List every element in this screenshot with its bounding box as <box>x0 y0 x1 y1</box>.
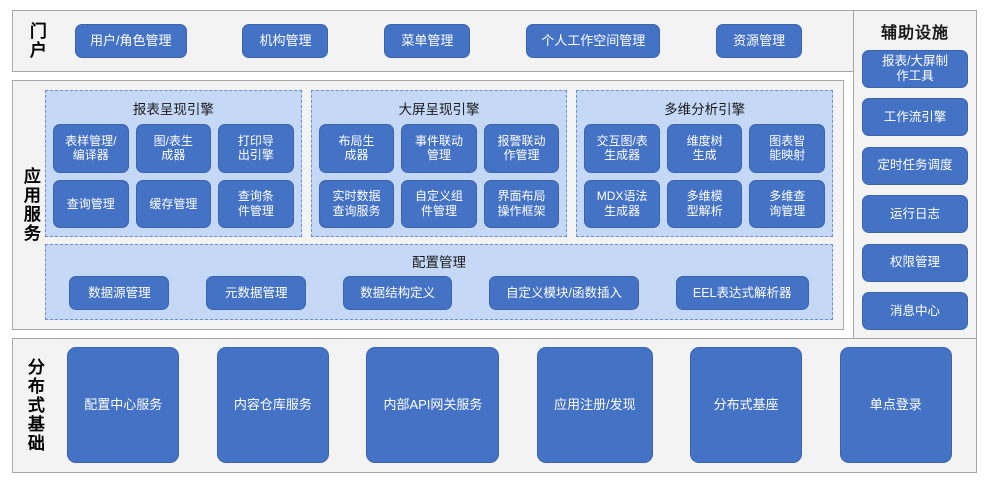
engine-multidimensional-analysis: 多维分析引擎 交互图/表 生成器 维度树 生成 图表智 能映射 MDX语法 生成… <box>576 90 834 237</box>
aux-facilities-list: 报表/大屏制 作工具 工作流引擎 定时任务调度 运行日志 权限管理 消息中心 <box>862 50 968 330</box>
engine-item-ui-layout-framework[interactable]: 界面布局 操作框架 <box>483 179 560 228</box>
engine-item-mdx-syntax-generator[interactable]: MDX语法 生成器 <box>584 179 660 228</box>
engine-item-alarm-action-management[interactable]: 报警联动 作管理 <box>483 124 560 173</box>
config-item-datasource-management[interactable]: 数据源管理 <box>69 276 170 310</box>
engine-multidimensional-analysis-items: 交互图/表 生成器 维度树 生成 图表智 能映射 MDX语法 生成器 多维模 型… <box>584 124 825 228</box>
config-item-custom-module-function[interactable]: 自定义模块/函数插入 <box>489 276 639 310</box>
aux-facilities-title: 辅助设施 <box>880 25 949 42</box>
aux-item-report-screen-tool[interactable]: 报表/大屏制 作工具 <box>862 50 968 88</box>
portal-button-org[interactable]: 机构管理 <box>242 24 329 58</box>
engine-item-multidim-query-management[interactable]: 多维查 询管理 <box>749 179 825 228</box>
infra-item-app-registry-discovery[interactable]: 应用注册/发现 <box>536 347 653 463</box>
application-service-row: 应用服务 报表呈现引擎 表样管理/ 编译器 图/表生 成器 打印导 出引擎 查询… <box>12 80 977 330</box>
config-management-items: 数据源管理 元数据管理 数据结构定义 自定义模块/函数插入 EEL表达式解析器 <box>56 276 822 310</box>
config-item-data-structure-definition[interactable]: 数据结构定义 <box>343 276 453 310</box>
engine-large-screen-rendering-title: 大屏呈现引擎 <box>398 102 480 117</box>
engine-group-row: 报表呈现引擎 表样管理/ 编译器 图/表生 成器 打印导 出引擎 查询管理 缓存… <box>45 90 834 237</box>
infra-item-internal-api-gateway-service[interactable]: 内部API网关服务 <box>366 347 500 463</box>
config-management-title: 配置管理 <box>412 255 466 270</box>
distributed-foundation-title: 分布式基础 <box>24 357 44 453</box>
portal-button-menu[interactable]: 菜单管理 <box>384 24 471 58</box>
aux-facilities-panel: 辅助设施 报表/大屏制 作工具 工作流引擎 定时任务调度 运行日志 权限管理 消… <box>853 10 977 339</box>
application-service-panel: 应用服务 报表呈现引擎 表样管理/ 编译器 图/表生 成器 打印导 出引擎 查询… <box>12 80 844 330</box>
distributed-foundation-panel: 分布式基础 配置中心服务 内容仓库服务 内部API网关服务 应用注册/发现 分布… <box>12 338 977 473</box>
engine-report-rendering: 报表呈现引擎 表样管理/ 编译器 图/表生 成器 打印导 出引擎 查询管理 缓存… <box>45 90 302 237</box>
engine-item-custom-component-management[interactable]: 自定义组 件管理 <box>401 179 477 228</box>
engine-item-interactive-chart-generator[interactable]: 交互图/表 生成器 <box>584 124 660 173</box>
engine-item-cache-management[interactable]: 缓存管理 <box>135 179 212 228</box>
engine-large-screen-rendering-items: 布局生 成器 事件联动 管理 报警联动 作管理 实时数据 查询服务 自定义组 件… <box>318 124 560 228</box>
infra-item-content-repository-service[interactable]: 内容仓库服务 <box>216 347 329 463</box>
engine-item-query-management[interactable]: 查询管理 <box>53 179 129 228</box>
portal-row: 门户 用户/角色管理 机构管理 菜单管理 个人工作空间管理 资源管理 自助分析 <box>12 10 977 72</box>
portal-button-resource[interactable]: 资源管理 <box>716 24 803 58</box>
application-service-body: 报表呈现引擎 表样管理/ 编译器 图/表生 成器 打印导 出引擎 查询管理 缓存… <box>45 87 837 323</box>
engine-item-dimension-tree-generation[interactable]: 维度树 生成 <box>666 124 743 173</box>
infra-item-single-sign-on[interactable]: 单点登录 <box>839 347 952 463</box>
engine-item-chart-table-generator[interactable]: 图/表生 成器 <box>135 124 212 173</box>
aux-item-message-center[interactable]: 消息中心 <box>862 291 968 330</box>
infra-item-distributed-base[interactable]: 分布式基座 <box>690 347 803 463</box>
engine-item-print-export-engine[interactable]: 打印导 出引擎 <box>218 124 294 173</box>
engine-item-template-compiler[interactable]: 表样管理/ 编译器 <box>53 124 129 173</box>
portal-title: 门户 <box>26 22 46 60</box>
engine-item-event-linkage-management[interactable]: 事件联动 管理 <box>401 124 477 173</box>
engine-large-screen-rendering: 大屏呈现引擎 布局生 成器 事件联动 管理 报警联动 作管理 实时数据 查询服务… <box>310 90 568 237</box>
engine-report-rendering-title: 报表呈现引擎 <box>132 102 214 117</box>
engine-item-multidim-model-parsing[interactable]: 多维模 型解析 <box>666 179 743 228</box>
config-item-metadata-management[interactable]: 元数据管理 <box>206 276 307 310</box>
engine-item-chart-smart-mapping[interactable]: 图表智 能映射 <box>749 124 825 173</box>
infra-item-config-center-service[interactable]: 配置中心服务 <box>67 347 180 463</box>
config-management-group: 配置管理 数据源管理 元数据管理 数据结构定义 自定义模块/函数插入 EEL表达… <box>45 244 833 320</box>
engine-item-layout-generator[interactable]: 布局生 成器 <box>318 124 395 173</box>
portal-button-group: 用户/角色管理 机构管理 菜单管理 个人工作空间管理 资源管理 自助分析 <box>51 16 968 66</box>
aux-item-scheduled-task[interactable]: 定时任务调度 <box>862 146 968 185</box>
distributed-foundation-items: 配置中心服务 内容仓库服务 内部API网关服务 应用注册/发现 分布式基座 单点… <box>49 345 968 465</box>
portal-button-workspace[interactable]: 个人工作空间管理 <box>526 24 661 58</box>
application-service-title: 应用服务 <box>20 167 40 243</box>
aux-item-permission-management[interactable]: 权限管理 <box>862 243 968 282</box>
portal-panel: 门户 用户/角色管理 机构管理 菜单管理 个人工作空间管理 资源管理 自助分析 <box>12 10 977 72</box>
engine-multidimensional-analysis-title: 多维分析引擎 <box>664 102 746 117</box>
aux-item-runtime-log[interactable]: 运行日志 <box>862 195 968 234</box>
aux-item-workflow-engine[interactable]: 工作流引擎 <box>862 98 968 137</box>
config-item-eel-expression-parser[interactable]: EEL表达式解析器 <box>675 276 809 310</box>
portal-button-user-role[interactable]: 用户/角色管理 <box>74 24 187 58</box>
engine-report-rendering-items: 表样管理/ 编译器 图/表生 成器 打印导 出引擎 查询管理 缓存管理 查询条 … <box>53 124 294 228</box>
engine-item-realtime-data-query-service[interactable]: 实时数据 查询服务 <box>318 179 395 228</box>
engine-item-query-condition-management[interactable]: 查询条 件管理 <box>218 179 294 228</box>
